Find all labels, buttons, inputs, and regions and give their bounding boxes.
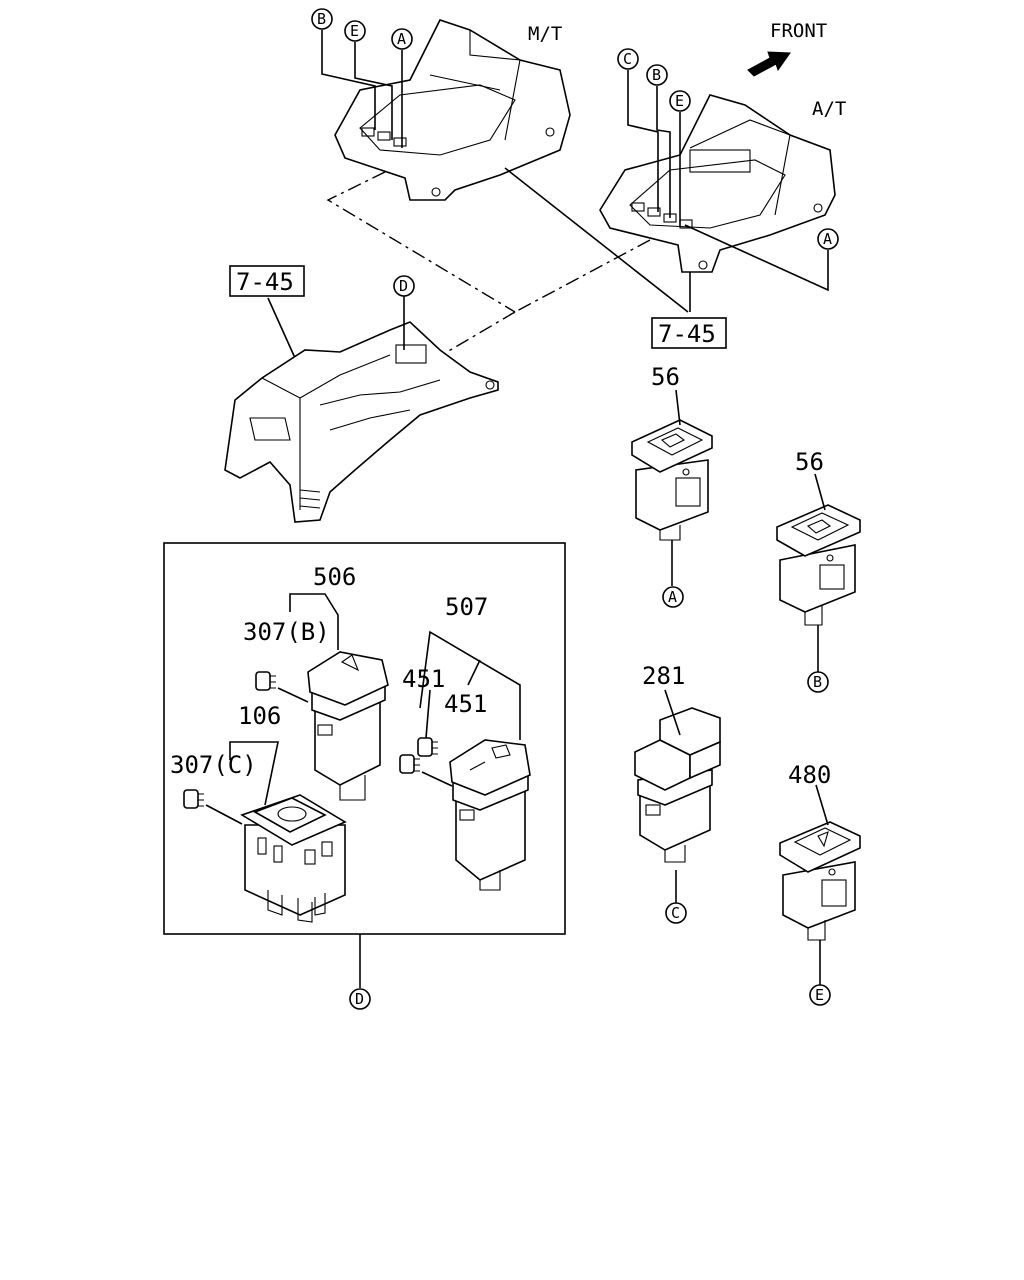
- callout-circle-c-at: [617, 48, 639, 70]
- switch-56-b-drawing: [776, 473, 861, 672]
- callout-e-at: E: [675, 92, 684, 110]
- label-451-b: 451: [444, 690, 487, 718]
- label-506: 506: [313, 563, 356, 591]
- leader-451-lower: [467, 659, 481, 686]
- switch-106-drawing: [240, 794, 347, 923]
- callout-e-480: E: [815, 986, 824, 1004]
- callout-circle-a-top: [391, 28, 413, 50]
- callout-c-281: C: [671, 904, 680, 922]
- label-507: 507: [445, 593, 488, 621]
- switch-56-a-drawing: [631, 389, 713, 586]
- callout-circle-e-480: [809, 984, 831, 1006]
- callout-circle-a-56: [662, 586, 684, 608]
- label-480: 480: [788, 761, 831, 789]
- front-label: FRONT: [770, 20, 827, 42]
- mt-console-drawing: [334, 19, 571, 201]
- callout-a-at: A: [823, 230, 832, 248]
- leader-451-upper: [425, 689, 431, 739]
- callout-a-top: A: [397, 30, 406, 48]
- label-106: 106: [238, 702, 281, 730]
- callout-b-at: B: [652, 66, 661, 84]
- clip-451-upper-drawing: [417, 737, 438, 757]
- label-56-a: 56: [651, 363, 680, 391]
- switch-506-drawing: [307, 651, 389, 801]
- callout-circle-d-console: [393, 275, 415, 297]
- ref-box-745-left: [229, 265, 305, 297]
- leader-507: [419, 630, 521, 740]
- switch-281-drawing: [634, 689, 721, 903]
- callout-circle-a-at: [817, 228, 839, 250]
- clip-307b-drawing: [255, 671, 309, 703]
- mt-label: M/T: [528, 23, 562, 45]
- switch-480-drawing: [779, 784, 861, 985]
- callout-circle-b-56: [807, 671, 829, 693]
- callout-circle-e-at: [669, 90, 691, 112]
- label-451-a: 451: [402, 665, 445, 693]
- callout-circle-c-281: [665, 902, 687, 924]
- ref-box-745-right: [651, 317, 727, 349]
- at-label: A/T: [812, 98, 846, 120]
- switch-507-drawing: [449, 739, 531, 891]
- callout-a-56: A: [668, 588, 677, 606]
- callout-circle-e-top: [344, 20, 366, 42]
- clip-451-lower-drawing: [399, 754, 453, 787]
- callout-d-console: D: [399, 277, 408, 295]
- callout-c-at: C: [623, 50, 632, 68]
- leader-506: [289, 593, 339, 650]
- callout-d-box: D: [355, 990, 364, 1008]
- callout-circle-b-top: [311, 8, 333, 30]
- label-307b: 307(B): [243, 618, 330, 646]
- callout-circle-d-box: [349, 988, 371, 1010]
- clip-307c-drawing: [183, 789, 243, 825]
- label-307c: 307(C): [170, 751, 257, 779]
- callout-b-56: B: [813, 673, 822, 691]
- mt-callouts: [321, 30, 403, 148]
- center-console-drawing: [224, 296, 499, 523]
- label-56-b: 56: [795, 448, 824, 476]
- label-281: 281: [642, 662, 685, 690]
- callout-b-top: B: [317, 10, 326, 28]
- leader-106: [229, 741, 279, 806]
- switch-group-box: [163, 542, 566, 935]
- ref-745-left: 7-45: [236, 268, 294, 296]
- at-console-drawing: [599, 94, 836, 273]
- at-callouts: [627, 70, 829, 292]
- callout-e-top: E: [350, 22, 359, 40]
- front-arrow-icon: [747, 51, 791, 77]
- ref-745-right: 7-45: [658, 320, 716, 348]
- callout-circle-b-at: [646, 64, 668, 86]
